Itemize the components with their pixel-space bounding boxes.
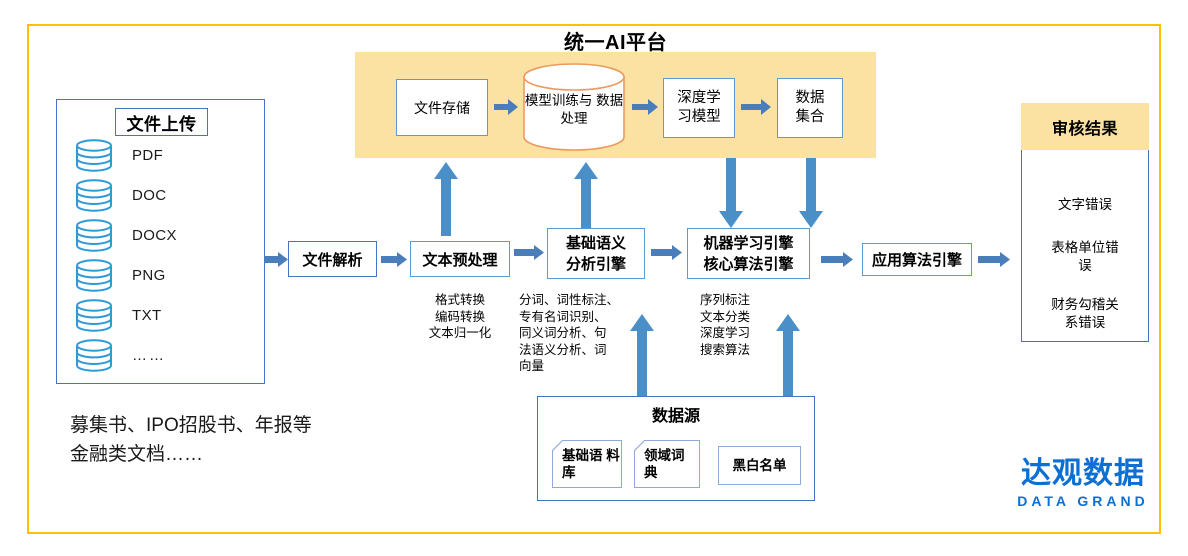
ai-node-model-training[interactable]: 模型训练与 数据处理 bbox=[520, 63, 628, 151]
database-cylinder-icon bbox=[74, 179, 114, 212]
ai-platform-title: 统一AI平台 bbox=[564, 32, 667, 54]
data-source-title: 数据源 bbox=[651, 408, 700, 425]
ai-node-deep-learning-model[interactable]: 深度学 习模型 bbox=[663, 78, 735, 138]
caption-semantic-engine: 分词、词性标注、 专有名词识别、 同义词分析、句 法语义分析、词 向量 bbox=[519, 293, 620, 373]
bottom-note-text: 募集书、IPO招股书、年报等 金融类文档…… bbox=[70, 415, 312, 465]
database-cylinder-icon bbox=[74, 339, 114, 372]
arrow-training-to-deep-model bbox=[632, 99, 658, 115]
file-type-row[interactable]: …… bbox=[74, 339, 166, 372]
arrow-upload-to-parse bbox=[264, 252, 288, 267]
arrow-up-datasource-to-ml bbox=[776, 314, 800, 396]
pipeline-node-text-preprocess[interactable]: 文本预处理 bbox=[410, 241, 510, 277]
pipeline-node-ml-engine[interactable]: 机器学习引擎 核心算法引擎 bbox=[687, 228, 810, 279]
review-item-text-error: 文字错误 bbox=[1058, 197, 1112, 212]
file-upload-panel bbox=[56, 99, 265, 384]
file-type-row[interactable]: TXT bbox=[74, 299, 162, 332]
pipeline-node-semantic-engine[interactable]: 基础语义 分析引擎 bbox=[547, 228, 645, 279]
ai-node-file-storage[interactable]: 文件存储 bbox=[396, 79, 488, 136]
arrow-up-semantic-to-training bbox=[574, 162, 598, 228]
file-type-label: TXT bbox=[132, 307, 162, 324]
ai-node-dataset[interactable]: 数据 集合 bbox=[777, 78, 843, 138]
pipeline-node-file-parse[interactable]: 文件解析 bbox=[288, 241, 377, 277]
file-upload-title: 文件上传 bbox=[115, 108, 208, 136]
review-result-title: 审核结果 bbox=[1021, 103, 1149, 150]
arrow-storage-to-training bbox=[494, 99, 518, 115]
brand-logo-cn: 达观数据 bbox=[1021, 457, 1145, 490]
file-type-label: …… bbox=[132, 347, 166, 364]
database-cylinder-icon bbox=[74, 139, 114, 172]
pipeline-node-app-algorithm-engine[interactable]: 应用算法引擎 bbox=[862, 243, 972, 276]
file-type-row[interactable]: PDF bbox=[74, 139, 163, 172]
data-source-item-domain-dictionary[interactable]: 领域词 典 bbox=[634, 440, 700, 488]
arrow-up-preprocess-to-storage bbox=[434, 162, 458, 236]
brand-logo: 达观数据 DATA GRAND bbox=[1007, 457, 1159, 511]
arrow-down-dataset-to-ml bbox=[799, 158, 823, 228]
ai-node-model-training-label: 模型训练与 数据处理 bbox=[524, 92, 624, 126]
arrow-down-deep-model-to-ml bbox=[719, 158, 743, 228]
data-source-item-corpus[interactable]: 基础语 料库 bbox=[552, 440, 622, 488]
file-type-row[interactable]: DOCX bbox=[74, 219, 177, 252]
arrow-ml-to-app-engine bbox=[821, 252, 853, 267]
arrow-preprocess-to-semantic bbox=[514, 245, 544, 260]
brand-logo-en: DATA GRAND bbox=[1017, 493, 1149, 509]
arrow-deep-model-to-dataset bbox=[741, 99, 771, 115]
file-type-row[interactable]: PNG bbox=[74, 259, 166, 292]
arrow-parse-to-preprocess bbox=[381, 252, 407, 267]
arrow-up-datasource-to-semantic bbox=[630, 314, 654, 396]
arrow-semantic-to-ml bbox=[651, 245, 682, 260]
file-type-row[interactable]: DOC bbox=[74, 179, 167, 212]
file-type-list: PDF DOC DOCX PNG TXT …… bbox=[74, 139, 264, 379]
caption-ml-engine: 序列标注 文本分类 深度学习 搜索算法 bbox=[700, 293, 751, 357]
database-cylinder-icon bbox=[74, 259, 114, 292]
review-item-financial-reconciliation-error: 财务勾稽关 系错误 bbox=[1051, 297, 1119, 330]
database-cylinder-icon bbox=[74, 219, 114, 252]
database-cylinder-icon bbox=[74, 299, 114, 332]
file-type-label: PDF bbox=[132, 147, 164, 164]
file-type-label: DOC bbox=[132, 187, 167, 204]
arrow-app-engine-to-review bbox=[978, 252, 1010, 267]
file-type-label: DOCX bbox=[132, 227, 177, 244]
caption-text-preprocess: 格式转换 编码转换 文本归一化 bbox=[428, 293, 492, 340]
file-type-label: PNG bbox=[132, 267, 166, 284]
data-source-item-blacklist-whitelist[interactable]: 黑白名单 bbox=[718, 446, 801, 485]
review-item-table-unit-error: 表格单位错 误 bbox=[1051, 240, 1119, 273]
